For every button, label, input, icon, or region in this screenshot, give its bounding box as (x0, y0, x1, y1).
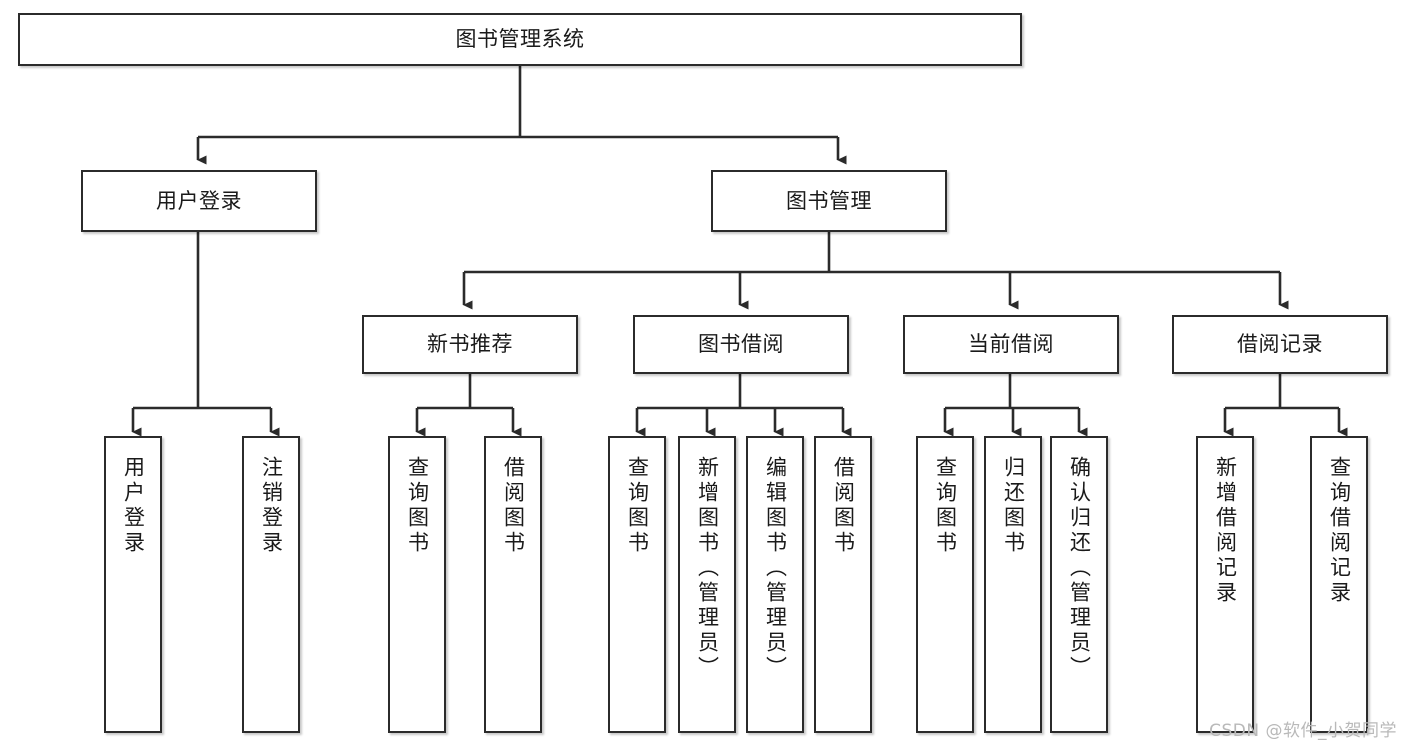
leaf-return-book[interactable]: 归还图书 (984, 436, 1042, 733)
leaf-confirm-return-admin[interactable]: 确认归还（管理员） (1050, 436, 1108, 733)
leaf-borrow-book-recommend[interactable]: 借阅图书 (484, 436, 542, 733)
leaf-add-book-admin[interactable]: 新增图书（管理员） (678, 436, 736, 733)
leaf-user-login[interactable]: 用户登录 (104, 436, 162, 733)
edges-booking-to-level3 (462, 232, 1289, 310)
node-new-book-recommend-label: 新书推荐 (427, 332, 513, 357)
leaf-query-book-current[interactable]: 查询图书 (916, 436, 974, 733)
leaf-logout[interactable]: 注销登录 (242, 436, 300, 733)
node-user-login-label: 用户登录 (156, 188, 242, 213)
csdn-watermark: CSDN @软件_小贺同学 (1209, 721, 1397, 741)
leaf-return-book-label: 归还图书 (1001, 456, 1026, 556)
edges-borrow-to-leaves (635, 374, 852, 437)
leaf-edit-book-admin-label: 编辑图书（管理员） (763, 456, 788, 681)
leaf-query-book-recommend-label: 查询图书 (405, 456, 430, 556)
node-borrow-record-label: 借阅记录 (1237, 332, 1323, 357)
edges-root-to-level2 (196, 66, 847, 165)
node-new-book-recommend[interactable]: 新书推荐 (362, 315, 578, 374)
leaf-query-book-borrow-label: 查询图书 (625, 456, 650, 556)
leaf-user-login-label: 用户登录 (121, 456, 146, 556)
leaf-add-borrow-record[interactable]: 新增借阅记录 (1196, 436, 1254, 733)
node-current-borrow[interactable]: 当前借阅 (903, 315, 1119, 374)
node-book-management[interactable]: 图书管理 (711, 170, 947, 232)
edges-record-to-leaves (1223, 374, 1348, 437)
node-root-label: 图书管理系统 (455, 27, 585, 52)
node-current-borrow-label: 当前借阅 (968, 332, 1054, 357)
leaf-borrow-book[interactable]: 借阅图书 (814, 436, 872, 733)
leaf-query-book-current-label: 查询图书 (933, 456, 958, 556)
leaf-borrow-book-recommend-label: 借阅图书 (501, 456, 526, 556)
node-root[interactable]: 图书管理系统 (18, 13, 1022, 66)
leaf-borrow-book-label: 借阅图书 (831, 456, 856, 556)
edges-login-to-leaves (131, 232, 280, 437)
leaf-query-borrow-record-label: 查询借阅记录 (1327, 456, 1352, 606)
leaf-query-book-borrow[interactable]: 查询图书 (608, 436, 666, 733)
leaf-edit-book-admin[interactable]: 编辑图书（管理员） (746, 436, 804, 733)
node-book-borrow-label: 图书借阅 (698, 332, 784, 357)
node-book-management-label: 图书管理 (786, 188, 872, 213)
leaf-logout-label: 注销登录 (259, 456, 284, 556)
edges-current-to-leaves (943, 374, 1088, 437)
leaf-add-book-admin-label: 新增图书（管理员） (695, 456, 720, 681)
leaf-confirm-return-admin-label: 确认归还（管理员） (1067, 456, 1092, 681)
leaf-query-book-recommend[interactable]: 查询图书 (388, 436, 446, 733)
leaf-query-borrow-record[interactable]: 查询借阅记录 (1310, 436, 1368, 733)
edges-newbook-to-leaves (415, 374, 522, 437)
node-user-login[interactable]: 用户登录 (81, 170, 317, 232)
node-book-borrow[interactable]: 图书借阅 (633, 315, 849, 374)
node-borrow-record[interactable]: 借阅记录 (1172, 315, 1388, 374)
leaf-add-borrow-record-label: 新增借阅记录 (1213, 456, 1238, 606)
